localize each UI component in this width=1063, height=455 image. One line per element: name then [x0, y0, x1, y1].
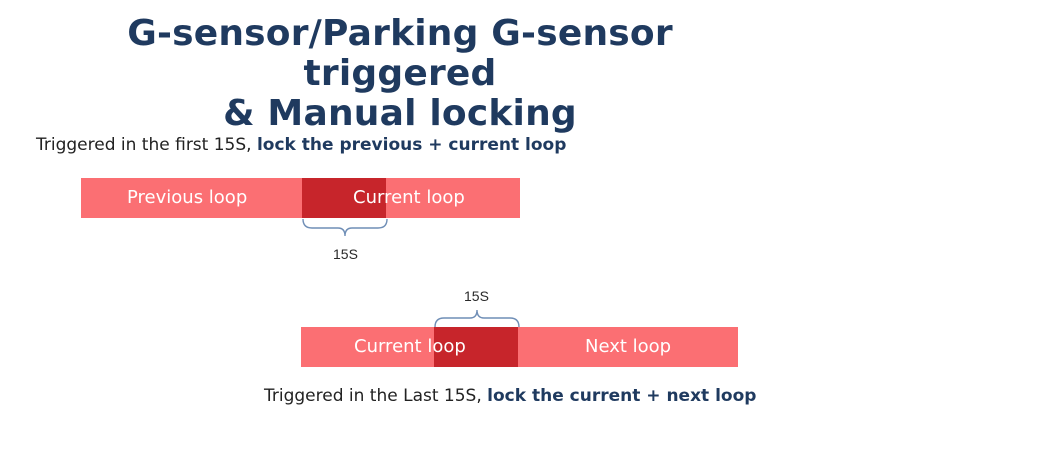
first-15s-caption: Triggered in the first 15S, lock the pre…	[36, 135, 566, 155]
previous-loop-label: Previous loop	[127, 187, 248, 208]
first-15s-brace-label: 15S	[333, 246, 358, 262]
first-15s-caption-plain: Triggered in the first 15S,	[36, 135, 257, 155]
last-15s-brace-label: 15S	[464, 288, 489, 304]
current-loop-label: Current loop	[353, 187, 465, 208]
first-15s-brace	[302, 218, 388, 237]
first-15s-timeline-bar: Previous loop Current loop	[81, 178, 520, 218]
page-title: G-sensor/Parking G-sensor triggered & Ma…	[40, 14, 760, 134]
first-15s-caption-bold: lock the previous + current loop	[256, 135, 567, 155]
current-loop-label-2: Current loop	[354, 336, 466, 357]
last-15s-caption: Triggered in the Last 15S, lock the curr…	[264, 386, 756, 406]
title-line-2: & Manual locking	[223, 93, 577, 134]
last-15s-brace	[434, 309, 520, 328]
first-15s-locked-segment	[302, 178, 386, 218]
next-loop-label: Next loop	[585, 336, 672, 357]
last-15s-timeline-bar: Current loop Next loop	[301, 327, 738, 367]
last-15s-caption-plain: Triggered in the Last 15S,	[264, 386, 488, 406]
title-line-1: G-sensor/Parking G-sensor triggered	[127, 13, 673, 94]
last-15s-caption-bold: lock the current + next loop	[487, 386, 757, 406]
last-15s-locked-segment	[434, 327, 518, 367]
